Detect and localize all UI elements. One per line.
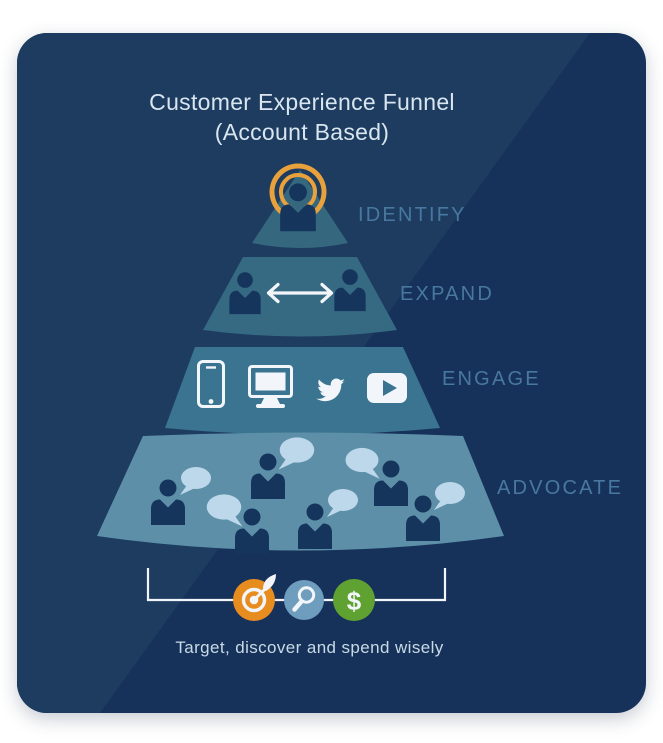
person-broadcast-rings-icon [269,163,327,232]
broadcast-ring-outer-icon [269,163,327,217]
page-title: Customer Experience Funnel (Account Base… [23,87,581,147]
funnel-tier-engage [165,347,440,435]
two-people-double-arrow-icon [229,269,366,315]
stage-label-advocate: ADVOCATE [497,477,624,499]
dollar-icon: $ [333,579,375,621]
title-line-2: (Account Based) [214,119,390,145]
footer-caption: Target, discover and spend wisely [175,638,444,657]
dollar-glyph: $ [347,586,362,616]
engage-icons-row [197,360,407,408]
magnifier-icon [284,580,324,620]
twitter-icon [316,378,346,402]
title-line-1: Customer Experience Funnel [149,89,455,115]
stage-label-engage: ENGAGE [442,368,541,390]
funnel-graphic: $ [97,163,504,621]
video-play-icon [367,373,407,403]
stage-label-expand: EXPAND [400,283,494,305]
stage-label-identify: IDENTIFY [358,204,467,226]
broadcast-ring-inner-icon [279,172,317,209]
diagram-card: Customer Experience Funnel (Account Base… [17,33,646,713]
target-dart-icon [233,574,276,621]
funnel-tier-advocate [97,432,504,551]
smartphone-icon [197,360,225,408]
monitor-icon [248,365,293,408]
funnel-tier-identify [252,170,348,248]
double-arrow-icon [266,282,334,304]
